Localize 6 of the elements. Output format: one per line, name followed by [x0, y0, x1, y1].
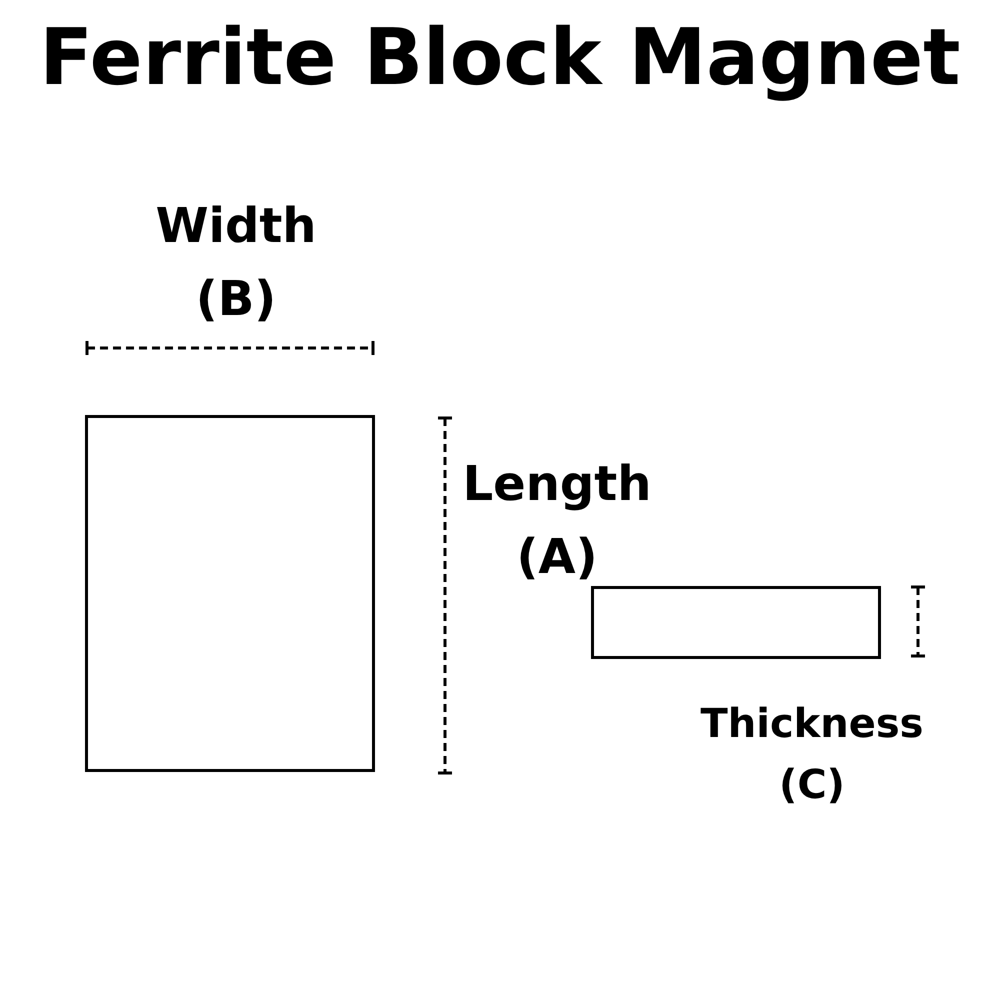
dimension-label: Thickness (C)	[699, 700, 924, 810]
dimension-label: Length (A)	[462, 455, 652, 587]
dimension-label: Width (B)	[154, 197, 318, 329]
block-outline	[591, 586, 881, 659]
title: Ferrite Block Magnet	[38, 12, 962, 105]
block-outline	[85, 415, 375, 772]
